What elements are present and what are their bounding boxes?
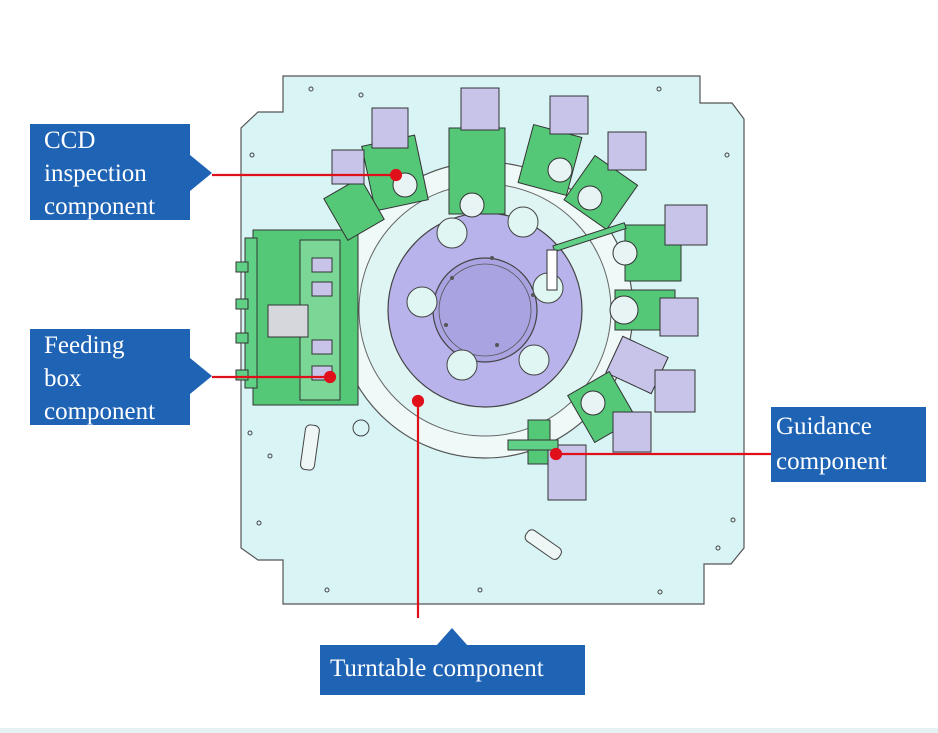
turntable-callout: Turntable component — [320, 645, 585, 695]
turntable-callout-pointer — [436, 628, 468, 646]
guidance-label-line-2: component — [776, 448, 888, 475]
turntable — [336, 161, 634, 459]
station-lower-right — [567, 370, 652, 453]
ccd-callout-pointer — [190, 155, 212, 191]
station-upper-right — [517, 95, 589, 197]
feeding-box-callout: Feeding box component — [30, 329, 190, 425]
ccd-label-line-1: CCD — [44, 127, 96, 154]
feeding-label-line-3: component — [44, 398, 156, 425]
feeding-label-line-2: box — [44, 365, 82, 392]
station-right-4 — [605, 335, 696, 413]
guidance-callout: Guidance component — [771, 407, 926, 482]
turntable-label: Turntable component — [330, 655, 544, 682]
slot-plates — [300, 424, 562, 560]
feeding-label-line-1: Feeding — [44, 332, 125, 359]
ccd-label-line-3: component — [44, 193, 156, 220]
plate-holes — [247, 86, 736, 595]
station-top — [448, 87, 506, 218]
leader-lines — [212, 168, 771, 618]
guidance-label-line-1: Guidance — [776, 413, 872, 440]
station-right-1 — [563, 131, 647, 231]
ccd-label-line-2: inspection — [44, 160, 147, 187]
station-upper-left — [323, 149, 385, 241]
feeding-box — [235, 229, 359, 406]
center-probe — [546, 249, 558, 291]
bottom-border — [0, 728, 938, 733]
feeding-callout-pointer — [190, 358, 212, 394]
station-right-3 — [609, 289, 699, 337]
ccd-inspection-callout: CCD inspection component — [30, 124, 190, 220]
station-right-2 — [552, 204, 708, 282]
